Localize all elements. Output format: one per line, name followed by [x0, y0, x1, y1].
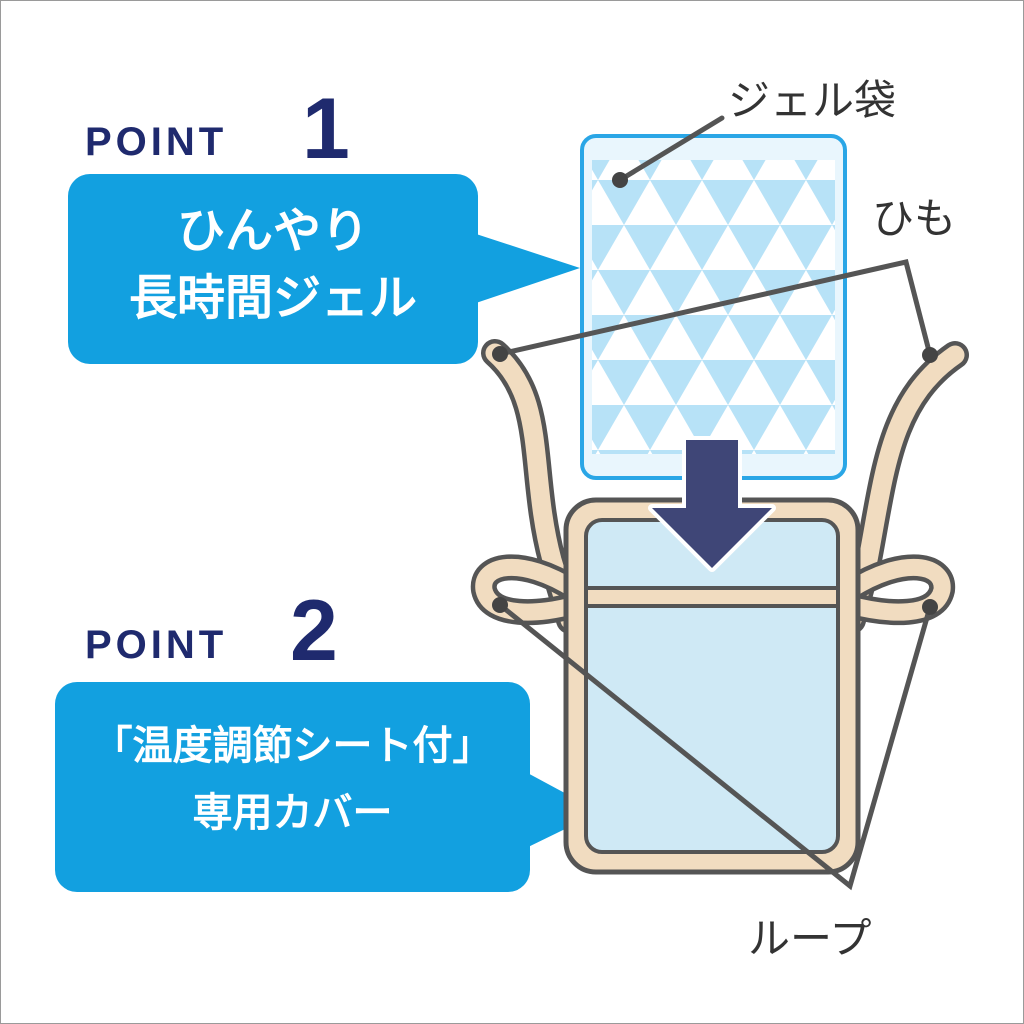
callout-1-line-2: 長時間ジェル: [128, 270, 417, 326]
gel-bag-label: ジェル袋: [728, 76, 897, 125]
down-arrow-icon: [648, 436, 776, 572]
callout-point-2: [55, 682, 600, 892]
callout-2-text: 「温度調節シート付」 専用カバー: [55, 715, 530, 849]
callout-2-line-2: 専用カバー: [192, 790, 393, 836]
string-strap: [470, 339, 969, 634]
string-label: ひも: [872, 194, 957, 243]
leader-lines: [497, 115, 933, 891]
point-2-number: 2: [290, 583, 338, 679]
callout-1-text: ひんやり 長時間ジェル: [68, 200, 478, 334]
callout-2-line-1: 「温度調節シート付」: [92, 723, 493, 769]
point-1-label: POINT: [85, 120, 228, 164]
leader-dots: [492, 172, 938, 615]
point-1-number: 1: [302, 81, 350, 177]
callout-point-1: [68, 174, 580, 364]
loop-label: ループ: [748, 914, 872, 963]
cover: [563, 497, 861, 875]
point-2-label: POINT: [85, 623, 228, 667]
callout-1-line-1: ひんやり: [176, 203, 369, 259]
